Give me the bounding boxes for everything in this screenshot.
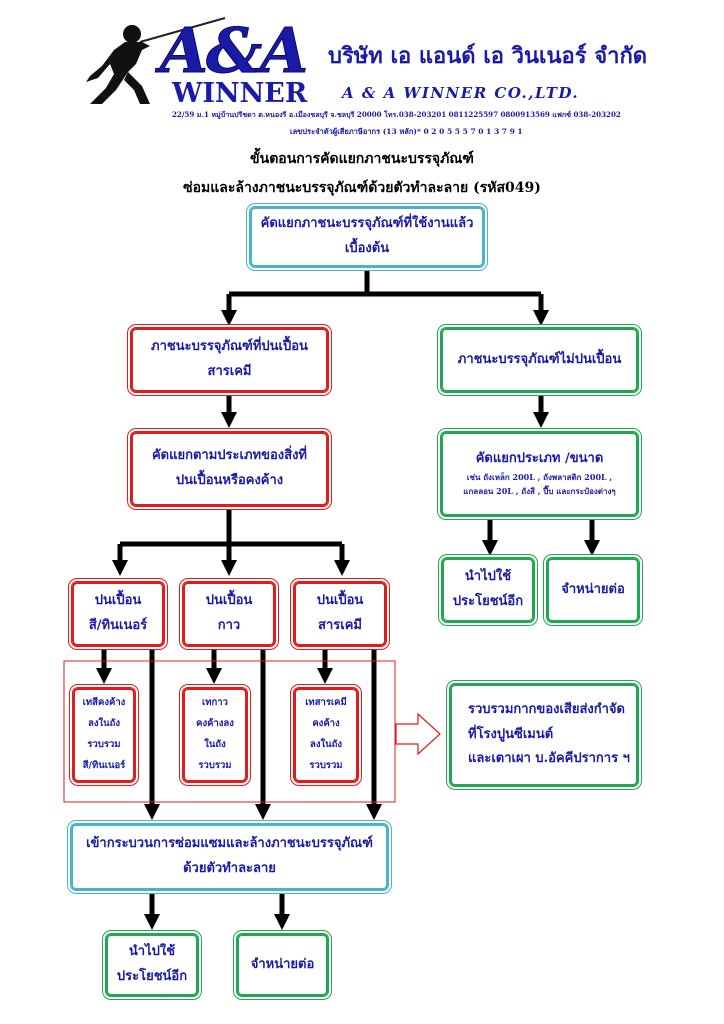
paint-thinner-node: ปนเปื้อน สี/ทินเนอร์: [68, 578, 168, 650]
node-text: สารเคมี: [318, 618, 362, 633]
node-text: เช่น ถังเหล็ก 200L , ถังพลาสติก 200L ,: [466, 472, 613, 482]
node-text: ประโยชน์อีก: [116, 969, 188, 984]
chemical-node: ปนเปื้อน สารเคมี: [290, 578, 390, 650]
chemical-residue-node: เทสารเคมี คงค้าง ลงในถัง รวบรวม: [290, 684, 362, 786]
node-text: ปนเปื้อนหรือคงค้าง: [175, 473, 284, 488]
node-text: คัดแยกตามประเภทของสิ่งที่: [151, 448, 307, 464]
node-text: จำหน่ายต่อ: [561, 581, 625, 597]
node-text: ประโยชน์อีก: [452, 594, 524, 609]
node-text: รวบรวมกากของเสียส่งกำจัด: [468, 701, 625, 717]
node-text: เทสีคงค้าง: [82, 697, 126, 709]
node-text: ปนเปื้อน: [316, 593, 364, 609]
node-text: รวบรวม: [198, 759, 232, 771]
node-text: ปนเปื้อน: [94, 593, 142, 609]
node-text: ที่โรงปูนซีเมนต์: [468, 726, 554, 742]
node-text: รวบรวม: [309, 759, 343, 771]
reuse-right-node: นำไปใช้ ประโยชน์อีก: [438, 554, 538, 626]
node-text: เบื้องต้น: [344, 241, 390, 256]
node-text: ลงในถัง: [88, 718, 120, 730]
node-text: ลงในถัง: [310, 739, 342, 750]
reuse-bottom-node: นำไปใช้ ประโยชน์อีก: [102, 930, 202, 1000]
node-text: เทกาว: [202, 697, 228, 709]
glue-residue-node: เทกาว คงค้างลง ในถัง รวบรวม: [179, 684, 251, 786]
node-text: จำหน่ายต่อ: [250, 956, 315, 972]
node-text: คัดแยกประเภท /ขนาด: [475, 451, 604, 467]
sort-by-size-node: คัดแยกประเภท /ขนาด เช่น ถังเหล็ก 200L , …: [437, 428, 642, 520]
node-text: รวบรวม: [87, 739, 121, 750]
node-text: สารเคมี: [207, 364, 252, 379]
node-text: ปนเปื้อน: [205, 593, 253, 609]
fencer-logo-icon: [86, 17, 226, 104]
node-text: นำไปใช้: [128, 944, 176, 960]
sell-bottom-node: จำหน่ายต่อ: [233, 930, 332, 1000]
page-title: ขั้นตอนการคัดแยกภาชนะบรรจุภัณฑ์: [250, 151, 474, 167]
node-text: และเตาเผา บ.อัคคีปราการ ฯ: [468, 751, 630, 767]
sell-right-node: จำหน่ายต่อ: [543, 554, 643, 626]
logo-mark: A&A: [159, 14, 308, 88]
node-text: ภาชนะบรรจุภัณฑ์ไม่ปนเปื้อน: [457, 351, 622, 367]
node-text: กาว: [217, 618, 241, 633]
node-text: เทสารเคมี: [305, 697, 347, 709]
company-address: 22/59 ม.1 หมู่บ้านปรีชดา ต.หนองรี อ.เมือ…: [172, 110, 621, 119]
node-text: ในถัง: [204, 739, 226, 750]
node-text: ด้วยตัวทำละลาย: [183, 861, 276, 876]
node-text: แกลลอน 20L , ถังสี , ปี๊บ และกระป๋องต่าง…: [463, 486, 616, 497]
company-name-english: A & A WINNER CO.,LTD.: [342, 84, 580, 102]
node-text: คัดแยกภาชนะบรรจุภัณฑ์ที่ใช้งานแล้ว: [260, 216, 474, 232]
company-name-thai: บริษัท เอ แอนด์ เอ วินเนอร์ จำกัด: [328, 44, 648, 69]
sort-by-type-node: คัดแยกตามประเภทของสิ่งที่ ปนเปื้อนหรือคง…: [127, 428, 332, 510]
logo-word: WINNER: [172, 78, 308, 109]
start-sorting-node: คัดแยกภาชนะบรรจุภัณฑ์ที่ใช้งานแล้ว เบื้อ…: [246, 203, 488, 271]
clean-node: ภาชนะบรรจุภัณฑ์ไม่ปนเปื้อน: [437, 324, 642, 396]
repair-wash-node: เข้ากระบวนการซ่อมแซมและล้างภาชนะบรรจุภัณ…: [67, 820, 392, 894]
glue-node: ปนเปื้อน กาว: [179, 578, 279, 650]
node-text: คงค้างลง: [196, 718, 234, 730]
node-text: ภาชนะบรรจุภัณฑ์ที่ปนเปื้อน: [151, 339, 308, 355]
tax-id: เลขประจำตัวผู้เสียภาษีอากร (13 หลัก)* 0 …: [290, 127, 523, 136]
page-subtitle: ซ่อมและล้างภาชนะบรรจุภัณฑ์ด้วยตัวทำละลาย…: [183, 180, 541, 196]
node-text: คงค้าง: [312, 718, 340, 730]
contaminated-node: ภาชนะบรรจุภัณฑ์ที่ปนเปื้อน สารเคมี: [127, 324, 332, 396]
node-text: สี/ทินเนอร์: [82, 759, 126, 771]
node-text: สี/ทินเนอร์: [88, 618, 148, 633]
paint-residue-node: เทสีคงค้าง ลงในถัง รวบรวม สี/ทินเนอร์: [69, 684, 139, 786]
waste-disposal-node: รวบรวมกากของเสียส่งกำจัด ที่โรงปูนซีเมนต…: [446, 680, 642, 790]
node-text: นำไปใช้: [464, 569, 512, 585]
node-text: เข้ากระบวนการซ่อมแซมและล้างภาชนะบรรจุภัณ…: [86, 836, 373, 852]
